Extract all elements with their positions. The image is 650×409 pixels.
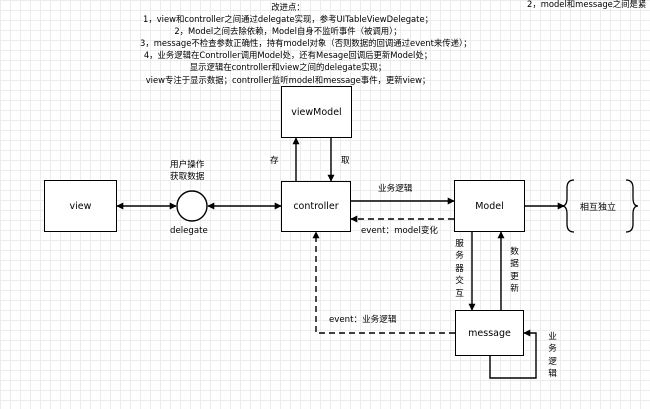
corner-note: 2，model和message之间是紧 bbox=[527, 0, 647, 9]
independent-left-brace bbox=[561, 179, 575, 233]
fetch-label: 取 bbox=[341, 156, 350, 166]
note-line-5: 显示逻辑在controller和view之间的delegate实现； bbox=[189, 62, 387, 73]
controller-node: controller bbox=[281, 181, 351, 232]
message-node-label: message bbox=[468, 327, 511, 339]
user-op-label-line1: 用户操作 bbox=[170, 160, 205, 170]
store-label: 存 bbox=[270, 156, 279, 166]
data-update-label: 数据更新 bbox=[510, 247, 519, 295]
note-line-3: 3，message不检查参数正确性，持有model对象（否则数据的回调通过eve… bbox=[140, 38, 472, 49]
model-node-label: Model bbox=[475, 200, 504, 212]
message-node: message bbox=[455, 310, 524, 356]
delegate-label: delegate bbox=[170, 226, 208, 236]
view-node: view bbox=[44, 180, 117, 232]
independent-right-brace bbox=[625, 179, 639, 233]
event-model-change-label: event：model变化 bbox=[361, 226, 439, 236]
business-logic-label: 业务逻辑 bbox=[378, 184, 413, 194]
user-op-label-line2: 获取数据 bbox=[170, 172, 205, 182]
note-line-6: view专注于显示数据；controller监听model和message事件，… bbox=[145, 74, 431, 85]
viewmodel-node-label: viewModel bbox=[291, 106, 342, 118]
model-node: Model bbox=[454, 180, 525, 232]
note-line-2: 2，Model之间去除依赖，Model自身不监听事件（被调用）； bbox=[174, 26, 402, 37]
self-business-logic-label: 业务逻辑 bbox=[548, 332, 557, 380]
note-line-1: 1，view和controller之间通过delegate实现，参考UITabl… bbox=[143, 14, 433, 25]
note-line-4: 4，业务逻辑在Controller调用Model处，还有Mesage回调后更新M… bbox=[143, 50, 433, 61]
service-interaction-label: 服务器交互 bbox=[455, 239, 464, 299]
delegate-circle bbox=[176, 190, 208, 222]
view-node-label: view bbox=[69, 200, 92, 212]
notes-title: 改进点： bbox=[271, 2, 305, 12]
viewmodel-node: viewModel bbox=[281, 86, 352, 138]
edge-message-self-loop bbox=[489, 329, 537, 379]
event-business-logic-label: event：业务逻辑 bbox=[329, 315, 397, 325]
independent-label: 相互独立 bbox=[580, 203, 617, 213]
improvement-notes: 改进点： 1，view和controller之间通过delegate实现，参考U… bbox=[140, 1, 472, 86]
controller-node-label: controller bbox=[293, 201, 339, 212]
